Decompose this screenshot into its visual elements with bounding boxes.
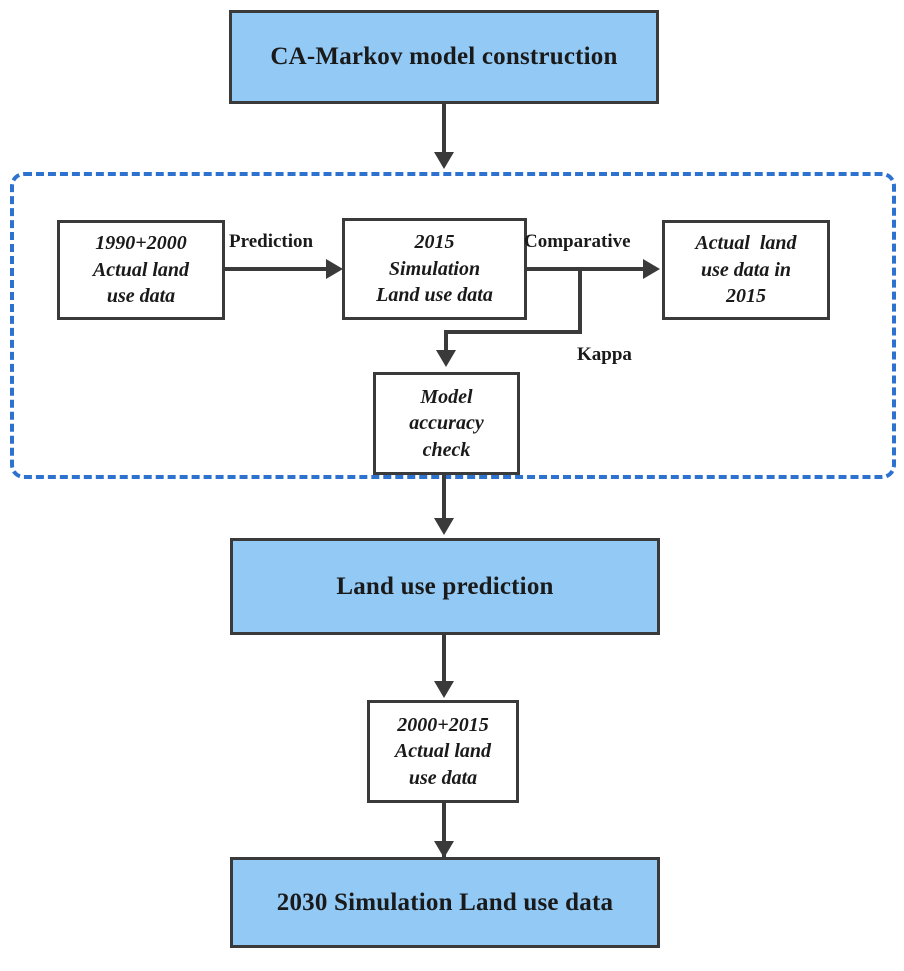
node-label-line-3: 2015 xyxy=(726,285,766,308)
node-label-line-1: 1990+2000 xyxy=(95,232,187,255)
node-actual-land-use-2000-2015[interactable]: 2000+2015 Actual land use data xyxy=(367,700,519,803)
node-label: CA-Markov model construction xyxy=(270,43,618,70)
edge-comparative xyxy=(527,267,645,271)
node-label-line-1: 2000+2015 xyxy=(397,713,489,736)
node-label-line-2: accuracy xyxy=(409,412,484,435)
node-model-accuracy-check[interactable]: Model accuracy check xyxy=(373,372,520,475)
edge-kappa-vertical-drop xyxy=(578,267,582,334)
node-label-line-2: use data in xyxy=(700,258,792,281)
node-actual-land-use-1990-2000[interactable]: 1990+2000 Actual land use data xyxy=(57,220,225,320)
edge-kappa-into-accuracy xyxy=(444,330,448,356)
edge-kappa-horizontal xyxy=(444,330,582,334)
node-label-line-3: Land use data xyxy=(376,284,493,307)
node-simulation-land-use-2030[interactable]: 2030 Simulation Land use data xyxy=(230,857,660,948)
node-ca-markov-model-construction[interactable]: CA-Markov model construction xyxy=(229,10,659,104)
node-label-line-2: Actual land xyxy=(394,740,492,763)
edge-construction-to-region xyxy=(442,104,446,166)
arrowhead-accuracy-to-prediction xyxy=(434,518,454,535)
node-label-line-3: use data xyxy=(106,285,176,308)
node-label-line-1: 2015 xyxy=(414,231,455,254)
edge-label-comparative: Comparative xyxy=(524,231,631,252)
node-label-line-1: Model xyxy=(420,385,473,408)
edge-label-prediction: Prediction xyxy=(229,231,314,252)
node-label-line-2: Actual land xyxy=(92,258,190,281)
node-label-line-3: check xyxy=(422,438,471,461)
node-label: 2030 Simulation Land use data xyxy=(276,888,614,916)
arrowhead-prediction xyxy=(326,259,343,279)
node-label: Land use prediction xyxy=(336,572,554,600)
node-label-line-2: Simulation xyxy=(388,257,481,280)
arrowhead-kappa xyxy=(436,350,456,367)
node-label-line-1: Actual land xyxy=(695,232,797,255)
edge-prediction-to-actual-2000-2015 xyxy=(442,635,446,695)
edge-accuracy-to-prediction xyxy=(442,475,446,520)
arrowhead-comparative xyxy=(643,259,660,279)
arrowhead-actual-to-simulation-2030 xyxy=(434,841,454,858)
edge-prediction xyxy=(225,267,328,271)
node-actual-land-use-2015[interactable]: Actual land use data in 2015 xyxy=(662,220,830,320)
edge-actual-to-simulation-2030 xyxy=(442,803,446,858)
arrowhead-construction-to-region xyxy=(434,152,454,169)
model-validation-dashed-region xyxy=(10,172,896,479)
edge-label-kappa: Kappa xyxy=(577,344,632,365)
arrowhead-prediction-to-actual-2000-2015 xyxy=(434,681,454,698)
node-simulation-land-use-2015[interactable]: 2015 Simulation Land use data xyxy=(342,218,527,320)
node-land-use-prediction[interactable]: Land use prediction xyxy=(230,538,660,635)
node-label-line-3: use data xyxy=(408,766,478,789)
